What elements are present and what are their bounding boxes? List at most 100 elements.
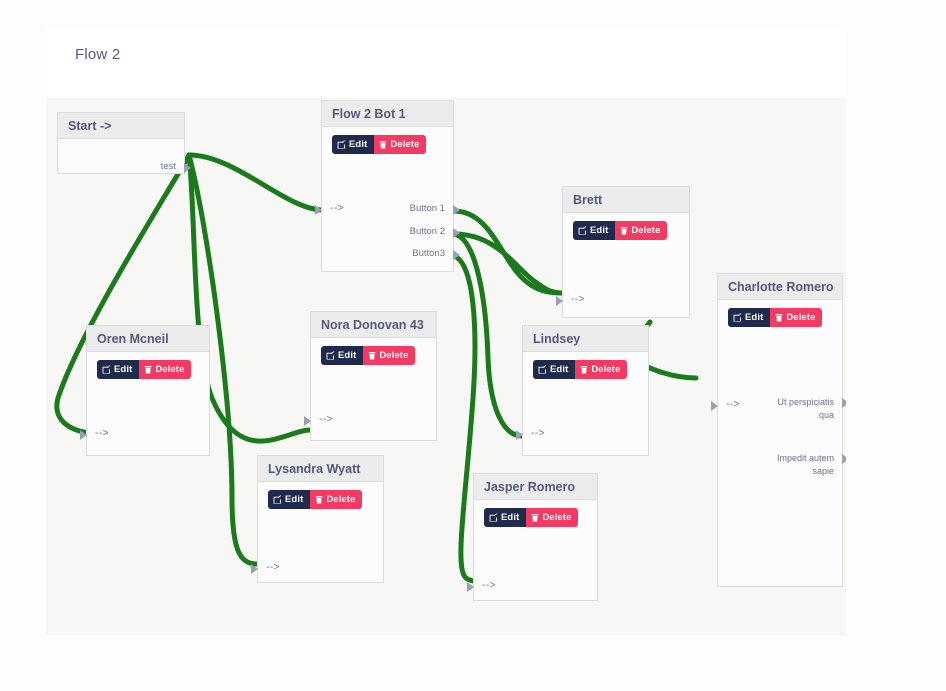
node-body: test — [58, 139, 191, 173]
trash-icon — [620, 227, 628, 235]
pencil-square-icon — [326, 351, 335, 360]
edit-button[interactable]: Edit — [97, 360, 140, 379]
node-title: Lindsey — [523, 326, 648, 352]
delete-button[interactable]: Delete — [139, 360, 192, 379]
node-charlotte-romero[interactable]: Charlotte Romero Edit Delete --> — [711, 273, 846, 587]
node-nora-donovan[interactable]: Nora Donovan 43 Edit Delete --> — [304, 311, 437, 441]
trash-icon — [379, 141, 387, 149]
node-title: Nora Donovan 43 — [311, 312, 436, 338]
port-in-jasper[interactable]: --> — [482, 580, 496, 591]
port-in-lindsey[interactable]: --> — [531, 428, 545, 439]
node-brett[interactable]: Brett Edit Delete --> — [556, 186, 690, 318]
trash-icon — [144, 366, 152, 374]
edit-button[interactable]: Edit — [728, 308, 771, 327]
node-body: Edit Delete --> — [467, 500, 597, 600]
node-title: Brett — [563, 187, 689, 213]
node-oren-mcneil[interactable]: Oren Mcneil Edit Delete --> — [80, 325, 210, 456]
node-title: Jasper Romero — [474, 474, 597, 500]
delete-button[interactable]: Delete — [575, 360, 628, 379]
port-in-flow2bot1[interactable]: --> — [330, 203, 344, 214]
port-in-nora[interactable]: --> — [319, 414, 333, 425]
edge-button2-to-brett — [451, 231, 565, 296]
port-out-button-3[interactable]: Button3 — [412, 248, 445, 259]
edit-button[interactable]: Edit — [268, 490, 311, 509]
node-title: Oren Mcneil — [87, 326, 209, 352]
port-in-anchor-icon — [80, 430, 87, 440]
delete-button[interactable]: Delete — [363, 346, 416, 365]
node-body: Edit Delete --> — [556, 213, 689, 317]
port-in-anchor-icon — [251, 564, 258, 574]
node-actions: Edit Delete — [718, 308, 842, 327]
edit-button[interactable]: Edit — [321, 346, 364, 365]
edit-button[interactable]: Edit — [533, 360, 576, 379]
port-in-anchor-icon — [304, 416, 311, 426]
edit-button-label: Edit — [745, 312, 764, 323]
delete-button-label: Delete — [591, 364, 621, 375]
node-lindsey[interactable]: Lindsey Edit Delete --> — [516, 325, 649, 456]
port-out-anchor-icon — [453, 250, 460, 260]
pencil-square-icon — [538, 365, 547, 374]
delete-button[interactable]: Delete — [310, 490, 363, 509]
port-out-button-2[interactable]: Button 2 — [409, 226, 445, 237]
port-out-anchor-icon — [842, 454, 846, 464]
edge-button2-to-lindsey — [451, 231, 525, 439]
port-in-anchor-icon — [467, 582, 474, 592]
page-title: Flow 2 — [75, 46, 121, 63]
node-lysandra-wyatt[interactable]: Lysandra Wyatt Edit Delete --> — [251, 455, 384, 583]
port-out-ut-perspiciatis-qua[interactable]: Ut perspiciatis qua — [777, 397, 834, 420]
trash-icon — [531, 514, 539, 522]
pencil-square-icon — [337, 140, 346, 149]
port-out-anchor-icon — [184, 163, 191, 173]
pencil-square-icon — [489, 513, 498, 522]
port-in-lysandra[interactable]: --> — [266, 562, 280, 573]
port-in-anchor-icon — [711, 401, 718, 411]
delete-button-label: Delete — [155, 364, 185, 375]
delete-button[interactable]: Delete — [770, 308, 823, 327]
node-body: Edit Delete --> — [304, 338, 436, 440]
node-actions: Edit Delete — [474, 508, 597, 527]
edge-start-to-flow2bot1 — [186, 152, 326, 213]
delete-button-label: Delete — [326, 494, 356, 505]
port-in-anchor-icon — [315, 205, 322, 215]
node-title: Lysandra Wyatt — [258, 456, 383, 482]
node-actions: Edit Delete — [258, 490, 383, 509]
delete-button-label: Delete — [786, 312, 816, 323]
delete-button-label: Delete — [631, 225, 661, 236]
delete-button[interactable]: Delete — [526, 508, 579, 527]
edit-button[interactable]: Edit — [332, 135, 375, 154]
port-in-anchor-icon — [556, 296, 563, 306]
node-jasper-romero[interactable]: Jasper Romero Edit Delete --> — [467, 473, 598, 601]
port-in-oren[interactable]: --> — [95, 428, 109, 439]
port-in-anchor-icon — [516, 430, 523, 440]
port-out-anchor-icon — [453, 205, 460, 215]
port-in-brett[interactable]: --> — [571, 294, 585, 305]
edit-button-label: Edit — [285, 494, 304, 505]
trash-icon — [315, 496, 323, 504]
port-out-test[interactable]: test — [160, 161, 176, 172]
node-title: Start -> — [58, 113, 184, 139]
port-out-impedit-autem-sapie[interactable]: Impedit autem sapie — [776, 453, 834, 476]
node-body: Edit Delete --> Button 1 Button 2 Button… — [315, 127, 460, 271]
delete-button[interactable]: Delete — [374, 135, 427, 154]
delete-button-label: Delete — [390, 139, 420, 150]
node-body: Edit Delete --> Ut perspiciatis qua Impe… — [711, 300, 846, 586]
trash-icon — [368, 352, 376, 360]
port-out-button-1[interactable]: Button 1 — [409, 203, 445, 214]
edit-button[interactable]: Edit — [484, 508, 527, 527]
node-flow2bot1[interactable]: Flow 2 Bot 1 Edit Delete --> — [315, 100, 460, 272]
edit-button[interactable]: Edit — [573, 221, 616, 240]
edge-button1-to-brett — [451, 208, 565, 296]
node-start[interactable]: Start -> test — [57, 112, 191, 174]
node-actions: Edit Delete — [523, 360, 648, 379]
node-title: Charlotte Romero — [718, 274, 842, 300]
edit-button-label: Edit — [338, 350, 357, 361]
port-in-charlotte[interactable]: --> — [726, 399, 740, 410]
node-body: Edit Delete --> — [516, 352, 648, 455]
node-body: Edit Delete --> — [251, 482, 383, 582]
pencil-square-icon — [578, 226, 587, 235]
delete-button[interactable]: Delete — [615, 221, 668, 240]
flow-canvas[interactable]: Start -> test Flow 2 Bot 1 Edit — [46, 98, 846, 635]
pencil-square-icon — [273, 495, 282, 504]
node-title: Flow 2 Bot 1 — [322, 101, 453, 127]
